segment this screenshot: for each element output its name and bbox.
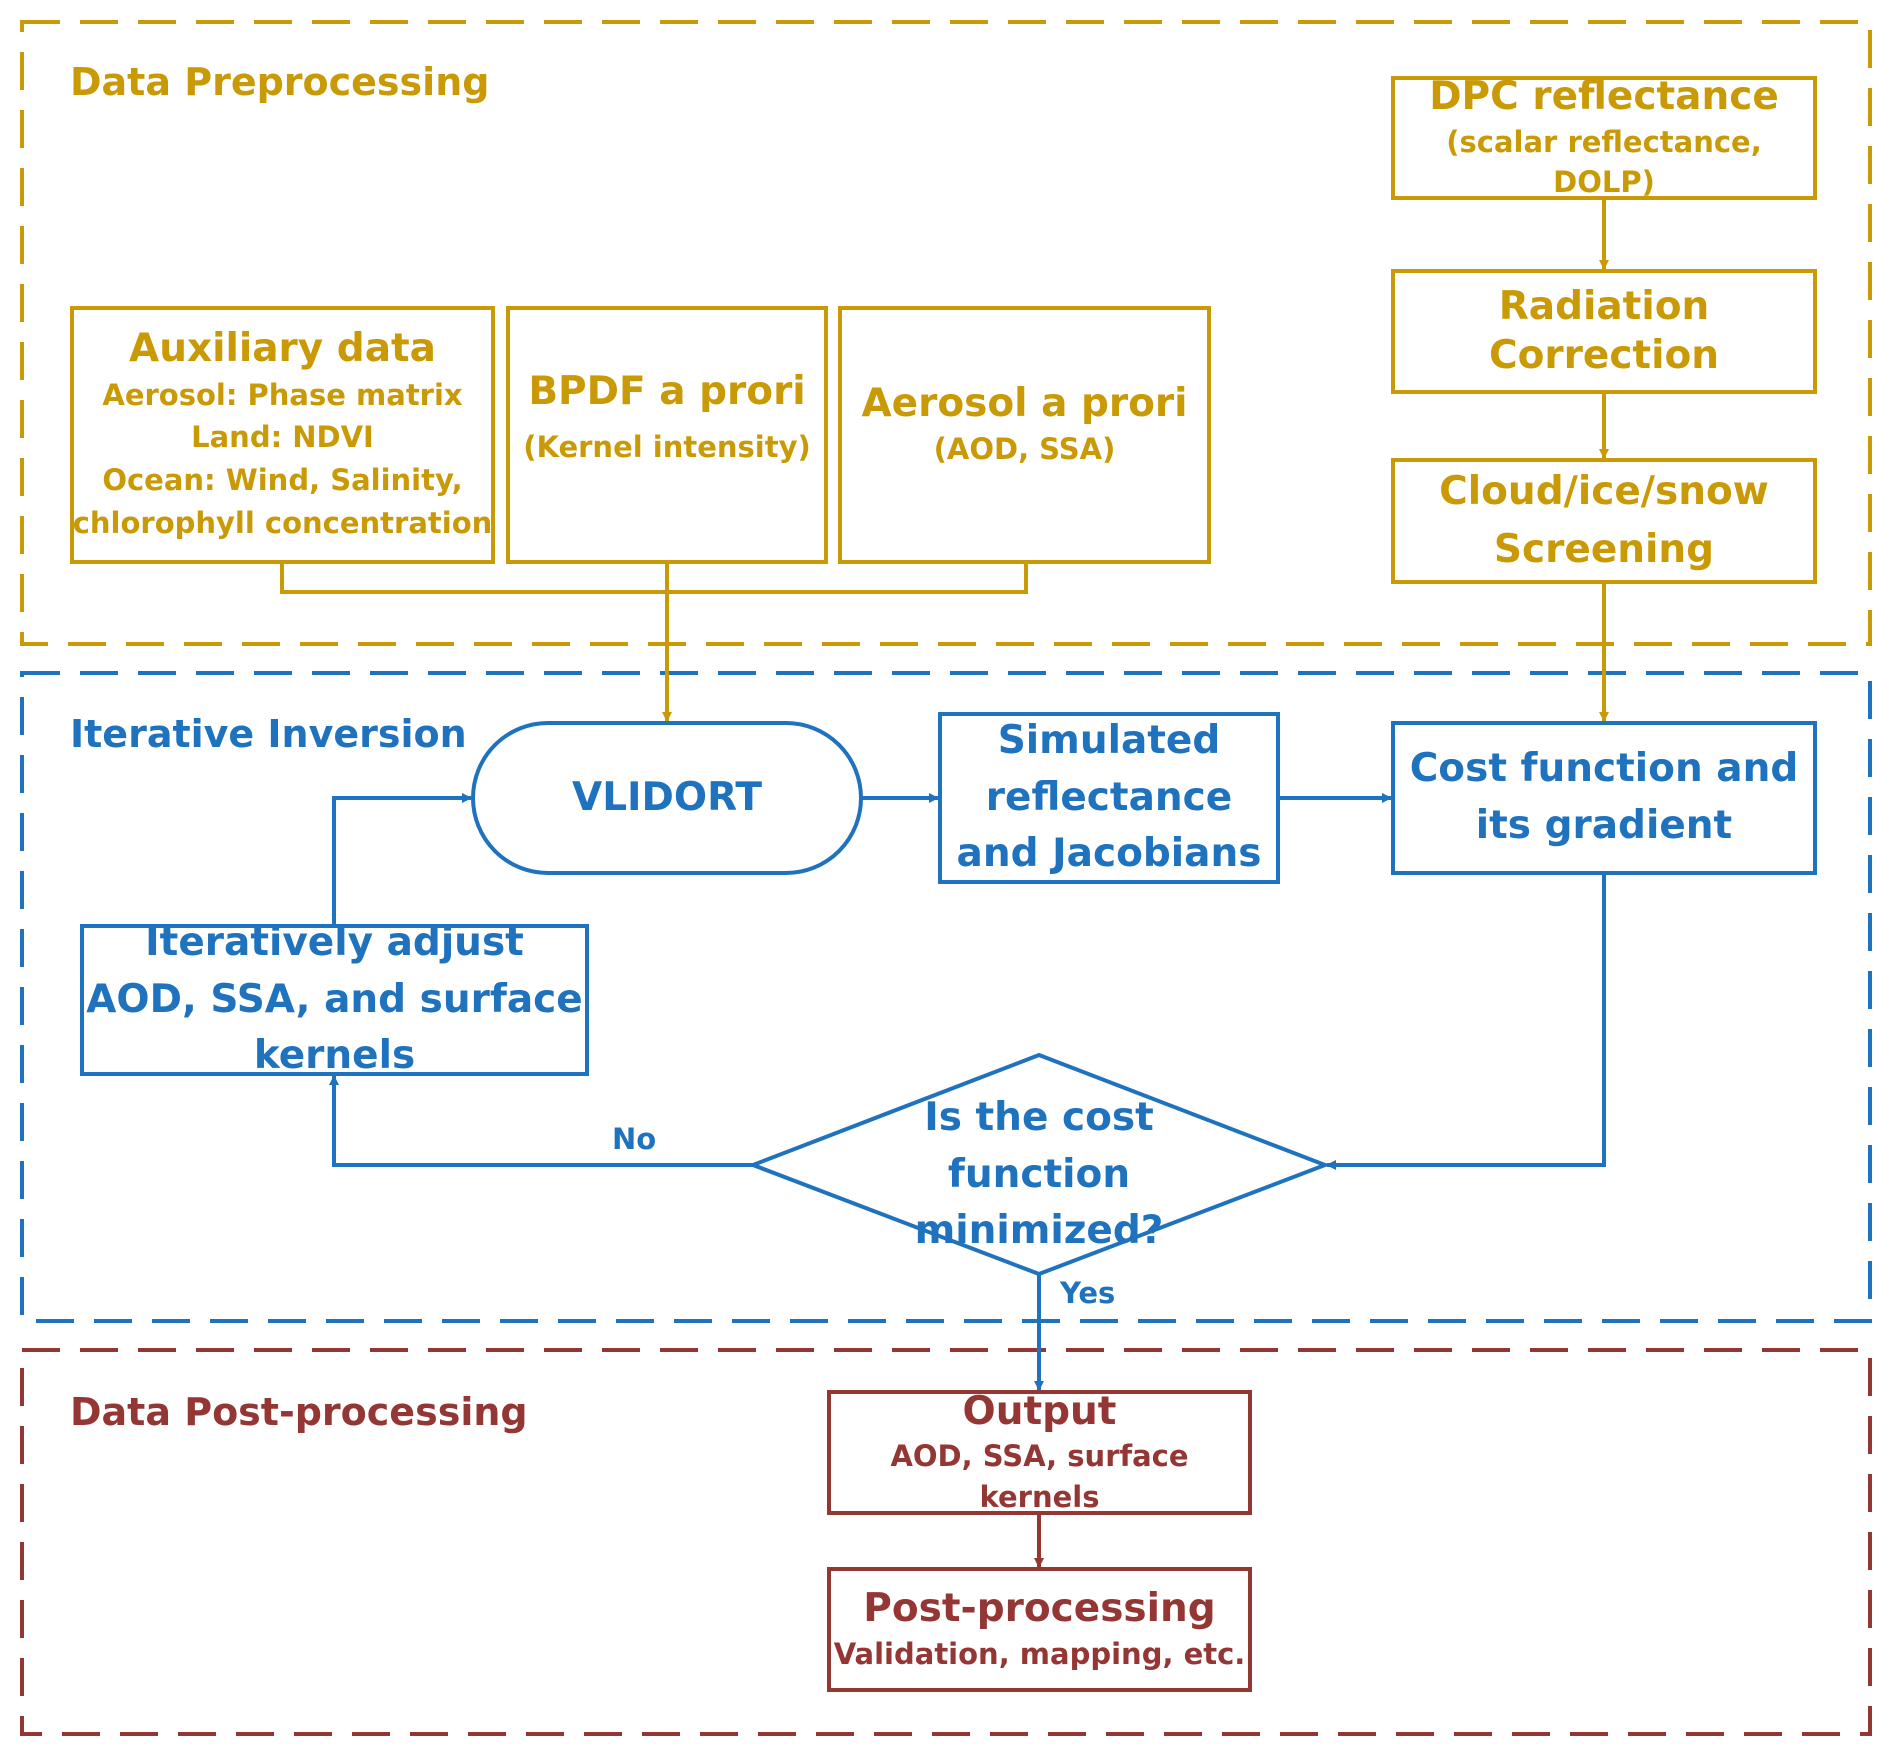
vlidort-node: VLIDORT [473, 723, 861, 873]
section-title-inversion: Iterative Inversion [70, 712, 467, 756]
simulated-title: Simulated reflectance and Jacobians [956, 718, 1262, 877]
section-preprocessing-border [20, 20, 1872, 646]
section-postprocessing-border [20, 1348, 1872, 1736]
dpc-subtitle: (scalar reflectance, DOLP) [1446, 124, 1762, 200]
post-node: Post-processing Validation, mapping, etc… [829, 1569, 1250, 1690]
dpc-node: DPC reflectance (scalar reflectance, DOL… [1393, 74, 1815, 199]
simulated-node: Simulated reflectance and Jacobians [942, 714, 1276, 882]
adjust-node: Iteratively adjust AOD, SSA, and surface… [84, 920, 585, 1078]
post-subtitle: Validation, mapping, etc. [833, 1636, 1246, 1671]
decision-node: Is the cost function minimized? [839, 1095, 1239, 1253]
edge-label-no: No [612, 1122, 657, 1156]
cost-node: Cost function and its gradient [1395, 723, 1813, 873]
auxiliary-line-4: chlorophyll concentration [72, 506, 493, 541]
cost-title: Cost function and its gradient [1409, 746, 1799, 848]
apriori-join-line [280, 562, 1028, 594]
section-inversion-border [20, 671, 1872, 1323]
output-subtitle: AOD, SSA, surface kernels [890, 1439, 1189, 1514]
radiation-node: Radiation Correction [1393, 271, 1815, 392]
dpc-title: DPC reflectance [1429, 74, 1779, 120]
bpdf-title: BPDF a prori [528, 369, 806, 415]
section-title-postprocessing: Data Post-processing [70, 1390, 528, 1434]
aerosol-subtitle: (AOD, SSA) [933, 432, 1116, 467]
section-title-preprocessing: Data Preprocessing [70, 60, 490, 104]
auxiliary-node: Auxiliary data Aerosol: Phase matrix Lan… [72, 308, 493, 562]
vlidort-title: VLIDORT [572, 774, 762, 820]
decision-title: Is the cost function minimized? [914, 1095, 1164, 1254]
aerosol-title: Aerosol a prori [861, 381, 1188, 427]
post-box [827, 1567, 1252, 1692]
output-title: Output [962, 1388, 1117, 1434]
auxiliary-line-1: Aerosol: Phase matrix [102, 377, 463, 412]
adjust-title: Iteratively adjust AOD, SSA, and surface… [86, 920, 583, 1079]
auxiliary-title: Auxiliary data [129, 325, 436, 371]
cloud-title: Cloud/ice/snow Screening [1439, 468, 1769, 573]
auxiliary-line-2: Land: NDVI [191, 420, 374, 455]
output-node: Output AOD, SSA, surface kernels [829, 1389, 1250, 1514]
cloud-node: Cloud/ice/snow Screening [1400, 460, 1808, 582]
adjust-to-vlidort-arrow [332, 793, 472, 926]
bpdf-node: BPDF a prori (Kernel intensity) [508, 308, 826, 528]
edge-label-yes: Yes [1060, 1276, 1116, 1310]
bpdf-subtitle: (Kernel intensity) [523, 430, 811, 465]
post-title: Post-processing [863, 1585, 1216, 1631]
auxiliary-line-3: Ocean: Wind, Salinity, [102, 463, 463, 498]
cost-to-decision-arrow [1326, 873, 1606, 1170]
aerosol-node: Aerosol a prori (AOD, SSA) [840, 308, 1209, 542]
decision-no-arrow [329, 1075, 753, 1167]
radiation-title: Radiation Correction [1488, 283, 1720, 378]
